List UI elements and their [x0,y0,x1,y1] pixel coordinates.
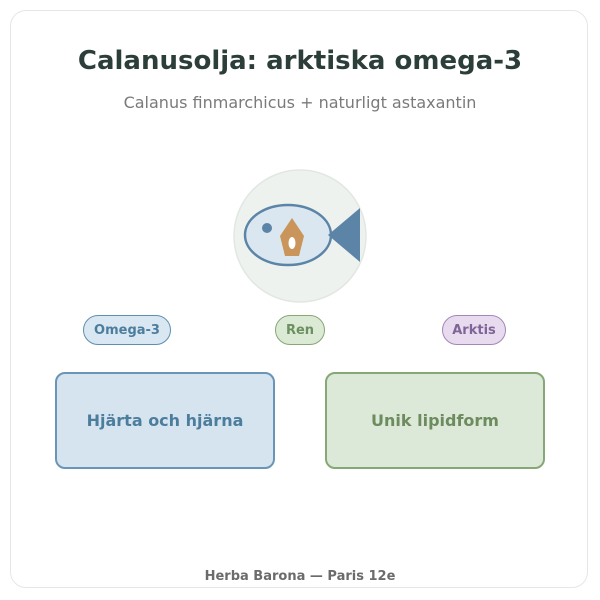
tag-arktis: Arktis [442,315,506,345]
fish-tail [328,208,360,262]
oil-drop-highlight [288,237,296,249]
tag-omega-3: Omega-3 [83,315,171,345]
benefit-lipid-form: Unik lipidform [325,372,545,469]
fish-emblem [233,169,367,303]
fish-eye [262,223,272,233]
page-subtitle: Calanus finmarchicus + naturligt astaxan… [123,93,477,112]
tag-ren: Ren [275,315,325,345]
page-title: Calanusolja: arktiska omega-3 [77,46,523,76]
footer-credit: Herba Barona — Paris 12e [204,569,396,584]
benefit-heart-brain: Hjärta och hjärna [55,372,275,469]
